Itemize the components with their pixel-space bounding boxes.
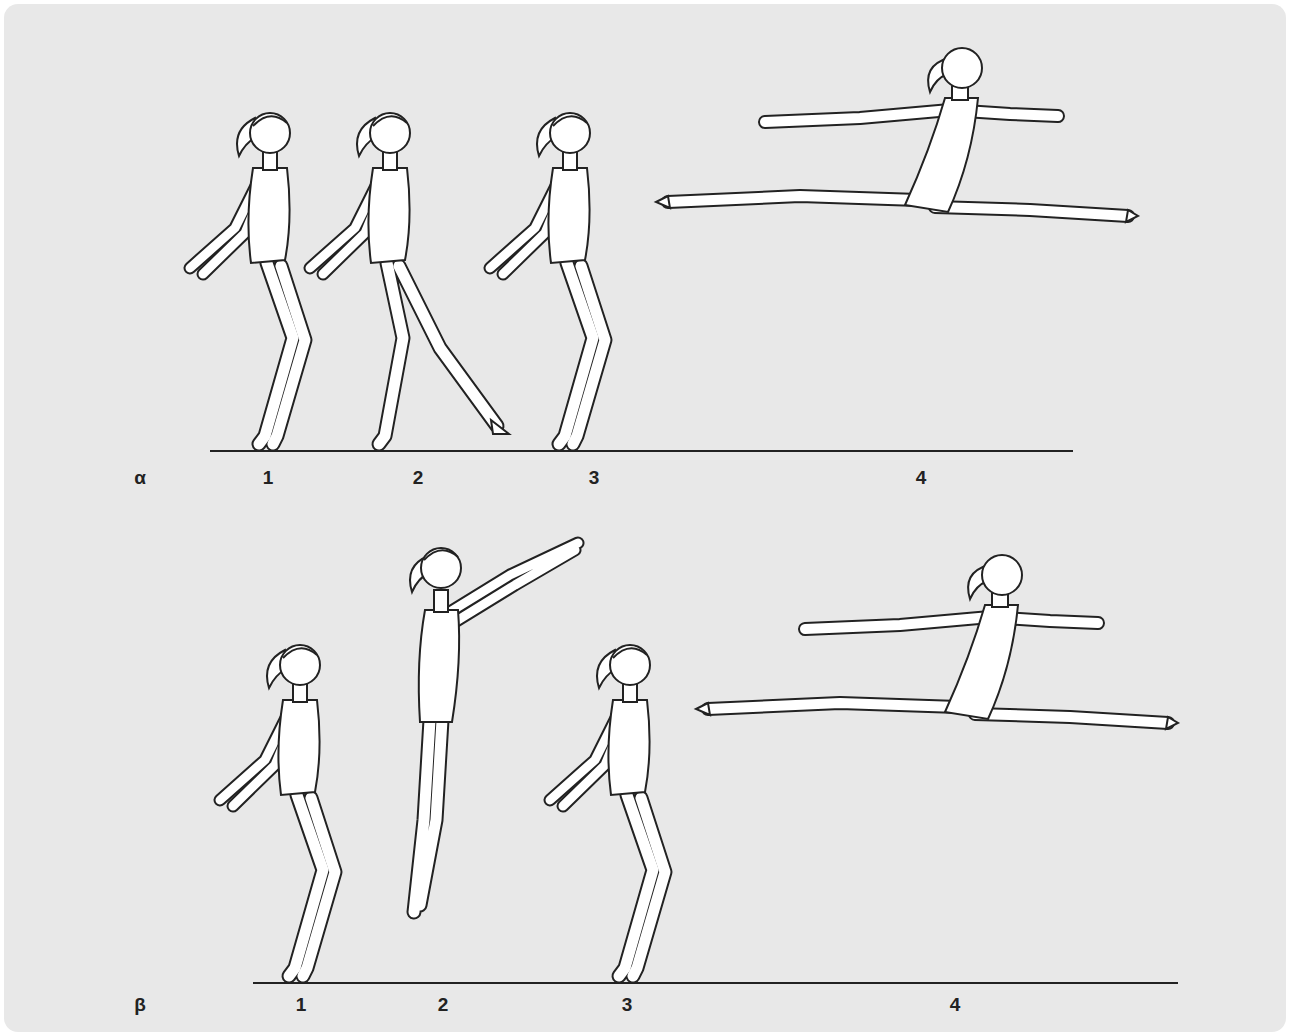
gymnast-figure — [310, 113, 509, 444]
phase-number: 1 — [263, 468, 274, 487]
gymnast-figure — [696, 555, 1178, 729]
gymnast-figure — [190, 113, 305, 444]
phase-number: 4 — [950, 995, 961, 1014]
gymnast-figure — [220, 645, 335, 976]
row-letter: α — [134, 468, 146, 487]
ground-line — [210, 450, 1073, 452]
phase-number: 1 — [296, 995, 307, 1014]
phase-number: 4 — [916, 468, 927, 487]
phase-number: 3 — [589, 468, 600, 487]
phase-number: 2 — [438, 995, 449, 1014]
row-letter: β — [134, 995, 146, 1014]
phase-number: 3 — [622, 995, 633, 1014]
gymnast-figure — [490, 113, 605, 444]
ground-line — [253, 982, 1178, 984]
phase-number: 2 — [413, 468, 424, 487]
gymnast-figure — [656, 48, 1138, 222]
gymnast-figure — [410, 543, 578, 912]
gymnast-figure — [550, 645, 665, 976]
